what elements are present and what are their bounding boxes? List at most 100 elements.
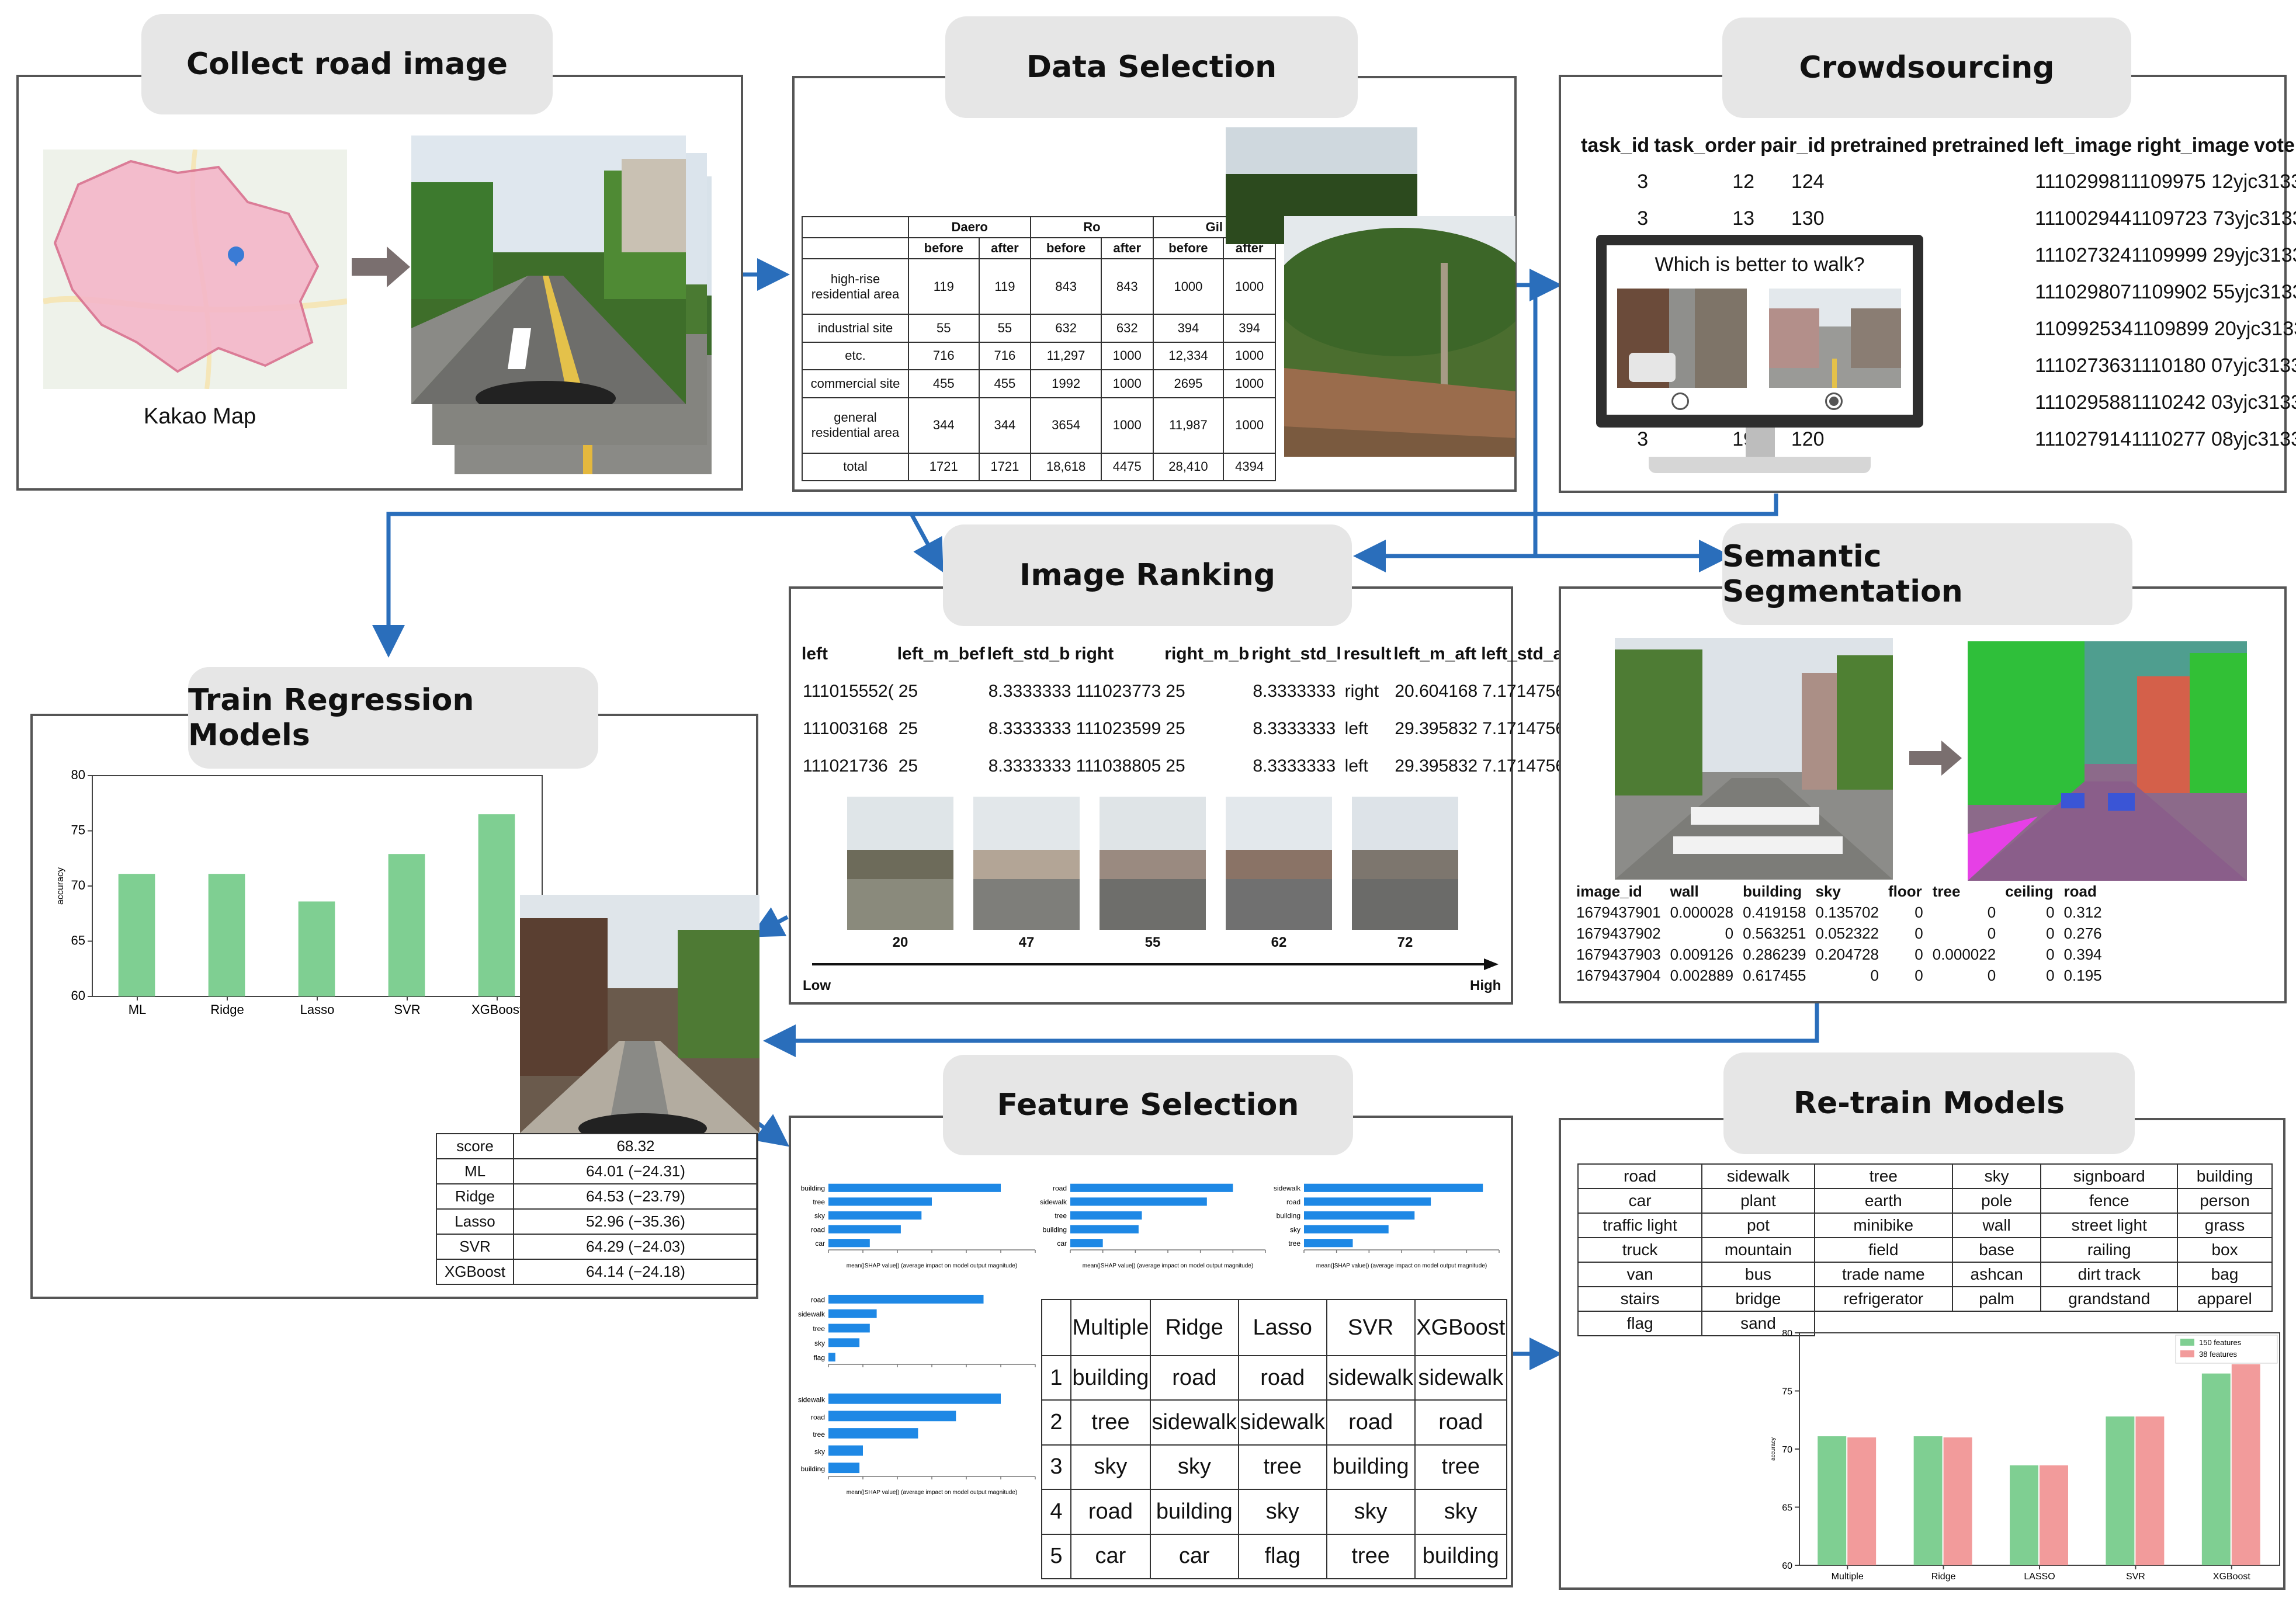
selection-subheader: before bbox=[1152, 237, 1225, 259]
x-tick-label: SVR bbox=[394, 1002, 420, 1017]
bar-ridge bbox=[208, 874, 245, 996]
ranking-cell: 8.3333333 bbox=[988, 719, 1071, 738]
ranking-cell: right bbox=[1344, 682, 1379, 701]
shap-bar-label: road bbox=[1286, 1198, 1300, 1206]
feature-rank-number: 3 bbox=[1041, 1444, 1071, 1491]
class-cell: earth bbox=[1813, 1188, 1953, 1214]
score-model: SVR bbox=[436, 1234, 514, 1260]
selection-cell: 1000 bbox=[1100, 397, 1154, 454]
class-cell: car bbox=[1577, 1188, 1703, 1214]
y-tick-label: 75 bbox=[71, 823, 85, 838]
selection-row-label: total bbox=[802, 452, 909, 481]
arrow-ranking-to-train bbox=[750, 907, 789, 937]
ranking-cell: 111021736 bbox=[803, 756, 888, 776]
crowd-ids: 1110295881110242 03yjc3133 bbox=[2035, 391, 2296, 414]
ranking-cell: left bbox=[1344, 719, 1368, 738]
score-model: XGBoost bbox=[436, 1259, 514, 1285]
y-axis-label: accuracy bbox=[56, 867, 65, 905]
class-cell: mountain bbox=[1701, 1237, 1815, 1263]
left-radio[interactable] bbox=[1671, 392, 1689, 410]
selection-cell: 1000 bbox=[1100, 341, 1154, 370]
selection-subheader: before bbox=[1030, 237, 1102, 259]
segmentation-scene bbox=[1968, 641, 2247, 881]
ranking-cell: 111003168 bbox=[803, 719, 888, 738]
arrow-train-to-feature bbox=[753, 1114, 790, 1147]
title-train-regression: Train Regression Models bbox=[188, 667, 598, 769]
x-tick-label: Lasso bbox=[300, 1002, 335, 1017]
x-tick-label: SVR bbox=[2126, 1572, 2145, 1582]
score-model: ML bbox=[436, 1158, 514, 1184]
bar-xgboost bbox=[478, 814, 515, 996]
ranking-photo bbox=[1226, 797, 1332, 930]
score-value: 64.53 (−23.79) bbox=[513, 1183, 758, 1210]
crowd-row: 1110295881110242 03yjc3133left bbox=[1579, 384, 2296, 421]
shap-bar-sidewalk bbox=[1304, 1183, 1483, 1192]
shap-bar-tree bbox=[1304, 1239, 1353, 1248]
ranking-score: 20 bbox=[892, 934, 908, 950]
semantic-cell: 0.617455 bbox=[1743, 966, 1806, 984]
title-collect-road-image: Collect road image bbox=[141, 14, 553, 114]
crowd-empty bbox=[1930, 311, 2031, 348]
selection-cell: 1000 bbox=[1223, 258, 1276, 315]
semantic-cell: 0.195 bbox=[2063, 966, 2102, 984]
shap-bar-car bbox=[1070, 1239, 1103, 1248]
ranking-header: right bbox=[1074, 644, 1114, 663]
shap-bar-sidewalk bbox=[828, 1393, 1001, 1404]
feature-cell: sky bbox=[1070, 1444, 1151, 1491]
shap-bar-tree bbox=[828, 1428, 918, 1439]
shap-bar-car bbox=[828, 1239, 870, 1248]
selection-cell: 716 bbox=[908, 341, 980, 370]
crowd-ids: 1110299811109975 12yjc3133 bbox=[2035, 171, 2296, 193]
semantic-cell: 0.135702 bbox=[1815, 903, 1879, 921]
panel-collect-road-image: Kakao Map bbox=[16, 75, 743, 491]
selection-cell: 455 bbox=[978, 369, 1032, 398]
right-street-thumb[interactable] bbox=[1769, 289, 1901, 388]
score-value: 52.96 (−35.36) bbox=[513, 1208, 758, 1235]
score-value: 64.14 (−24.18) bbox=[513, 1259, 758, 1285]
tree-photo-front bbox=[1284, 216, 1515, 457]
class-cell: road bbox=[1577, 1163, 1703, 1189]
class-cell: palm bbox=[1951, 1286, 2042, 1312]
semantic-cell: 0 bbox=[2046, 945, 2055, 963]
score-model: Lasso bbox=[436, 1208, 514, 1235]
feature-cell: road bbox=[1070, 1489, 1151, 1535]
feature-cell: flag bbox=[1237, 1533, 1327, 1580]
bar-svr-150-features bbox=[2106, 1416, 2135, 1565]
semantic-header: wall bbox=[1670, 882, 1699, 900]
map-region-shape bbox=[43, 150, 347, 389]
left-street-thumb[interactable] bbox=[1617, 289, 1747, 388]
x-tick-label: Ridge bbox=[1931, 1572, 1956, 1582]
crowd-header: left_image bbox=[2034, 134, 2132, 157]
shap-bar-label: sidewalk bbox=[798, 1310, 826, 1318]
ranking-cell: 8.3333333 bbox=[988, 682, 1071, 701]
crowd-task-order: 12 bbox=[1732, 171, 1755, 193]
feature-cell: tree bbox=[1414, 1444, 1508, 1491]
crowd-ids: 1110298071109902 55yjc3133 bbox=[2035, 281, 2296, 303]
ranking-cell: 25 bbox=[898, 719, 918, 738]
title-data-selection: Data Selection bbox=[945, 16, 1358, 118]
selection-cell: 632 bbox=[1030, 314, 1102, 343]
right-radio[interactable] bbox=[1825, 392, 1843, 410]
ranking-photo bbox=[1352, 797, 1458, 930]
x-tick-label: LASSO bbox=[2024, 1572, 2055, 1582]
semantic-cell: 0 bbox=[2046, 903, 2055, 921]
feature-cell: sidewalk bbox=[1149, 1399, 1239, 1446]
semantic-cell: 0 bbox=[1987, 924, 1996, 942]
ranking-cell: 29.395832 bbox=[1395, 756, 1478, 776]
semantic-cell: 0.000028 bbox=[1670, 903, 1734, 921]
x-tick-label: Ridge bbox=[210, 1002, 244, 1017]
shap-bar-sky bbox=[828, 1445, 863, 1456]
